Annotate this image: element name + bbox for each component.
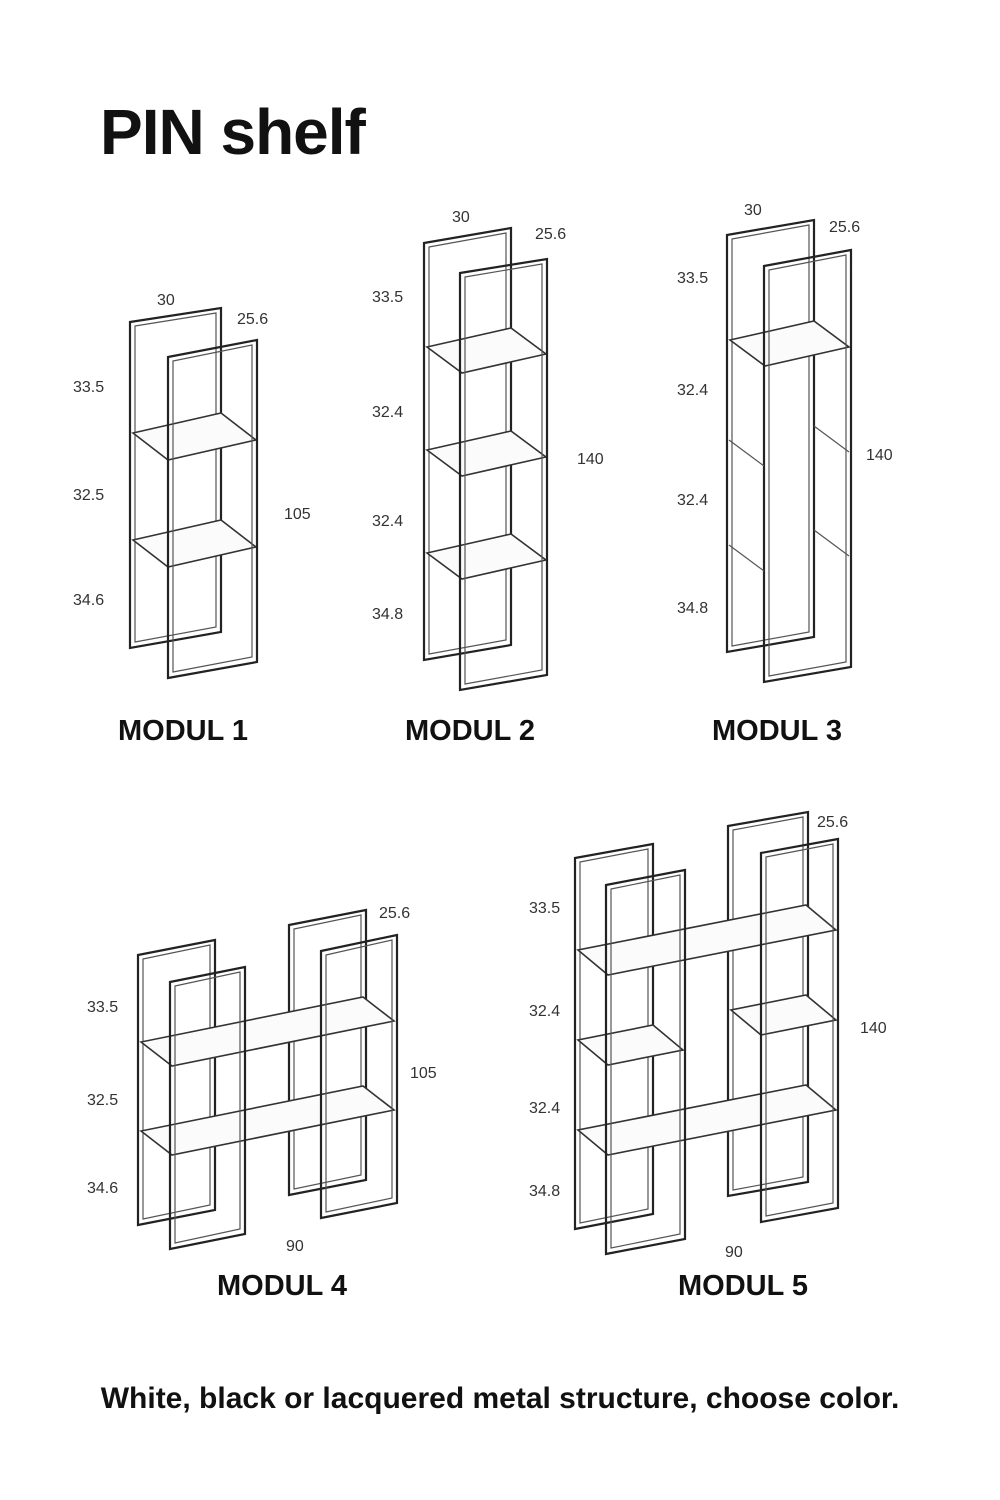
modul-5-label: MODUL 5 (678, 1270, 808, 1302)
modul-3-section-2-dim: 32.4 (677, 382, 709, 399)
modul-3-height-dim: 140 (866, 447, 893, 464)
modul-5-depth-dim: 25.6 (817, 814, 849, 831)
modul-5-section-4-dim: 34.8 (529, 1183, 561, 1200)
modul-2-depth-dim: 25.6 (535, 226, 567, 243)
modul-4-section-1-dim: 33.5 (87, 999, 119, 1016)
modul-1-section-3-dim: 34.6 (73, 592, 105, 609)
modul-3-width-dim: 30 (744, 202, 762, 219)
modul-4-section-3-dim: 34.6 (87, 1180, 119, 1197)
footer-note: White, black or lacquered metal structur… (100, 1382, 900, 1415)
modul-1-height-dim: 105 (284, 506, 311, 523)
modul-1-section-1-dim: 33.5 (73, 379, 105, 396)
modul-1-width-dim: 30 (157, 292, 175, 309)
modul-1-label: MODUL 1 (118, 715, 248, 747)
modul-5-section-1-dim: 33.5 (529, 900, 561, 917)
modul-4-drawing (136, 908, 399, 1251)
modul-3-section-4-dim: 34.8 (677, 600, 709, 617)
modul-4-depth-dim: 25.6 (379, 905, 411, 922)
modul-2-drawing (422, 226, 549, 692)
modul-1-drawing (128, 306, 259, 680)
modul-3-label: MODUL 3 (712, 715, 842, 747)
modul-1-section-2-dim: 32.5 (73, 487, 105, 504)
modul-5-section-2-dim: 32.4 (529, 1003, 561, 1020)
modul-2-section-2-dim: 32.4 (372, 404, 404, 421)
modul-3-drawing (725, 218, 853, 684)
modul-2-width-dim: 30 (452, 209, 470, 226)
modul-1-depth-dim: 25.6 (237, 311, 269, 328)
modul-3-depth-dim: 25.6 (829, 219, 861, 236)
modul-2-section-4-dim: 34.8 (372, 606, 404, 623)
page-title: PIN shelf (100, 96, 366, 168)
modul-5-width-dim: 90 (725, 1244, 743, 1261)
modul-4-height-dim: 105 (410, 1065, 437, 1082)
modul-5-drawing (573, 810, 840, 1256)
modul-4-width-dim: 90 (286, 1238, 304, 1255)
modul-3-section-1-dim: 33.5 (677, 270, 709, 287)
modul-4-label: MODUL 4 (217, 1270, 347, 1302)
modul-2-section-1-dim: 33.5 (372, 289, 404, 306)
modul-5-section-3-dim: 32.4 (529, 1100, 561, 1117)
modul-2-section-3-dim: 32.4 (372, 513, 404, 530)
modul-2-label: MODUL 2 (405, 715, 535, 747)
modul-4-section-2-dim: 32.5 (87, 1092, 119, 1109)
modul-5-height-dim: 140 (860, 1020, 887, 1037)
modul-3-section-3-dim: 32.4 (677, 492, 709, 509)
modul-2-height-dim: 140 (577, 451, 604, 468)
